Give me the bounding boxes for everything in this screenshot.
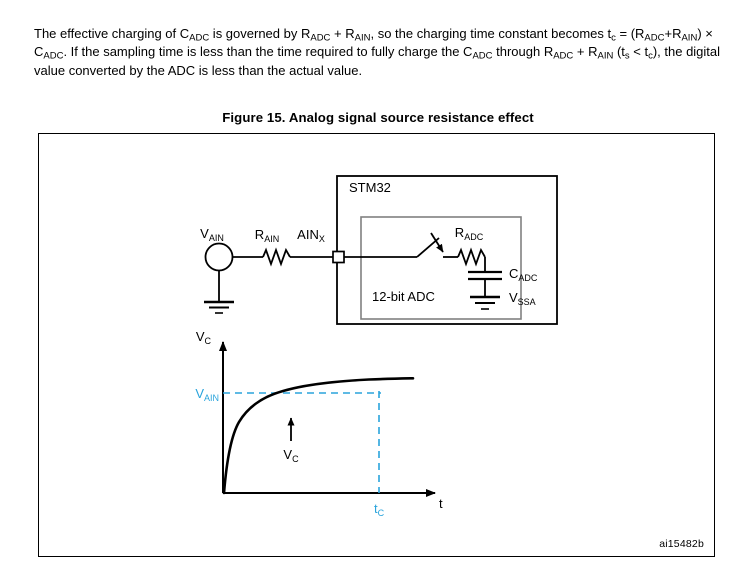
radc-resistor-symbol: [457, 247, 486, 267]
graph-x-axis-label: t: [439, 496, 443, 511]
ain-pin-label: AINX: [297, 227, 325, 244]
rain-resistor-label: RAIN: [255, 227, 279, 244]
figure-frame: STM32 VAIN RAI: [38, 133, 715, 557]
voltage-source-symbol: [204, 242, 234, 272]
vc-curve-label: VC: [283, 447, 299, 464]
stm32-label: STM32: [349, 180, 391, 195]
charging-curve: [222, 377, 415, 495]
ain-pin-node: [332, 250, 345, 264]
stm32-chip-boundary: [336, 175, 558, 325]
adc-block-label: 12-bit ADC: [372, 289, 435, 304]
figure-identifier: ai15482b: [659, 538, 704, 550]
radc-resistor-label: RADC: [455, 225, 484, 242]
rain-resistor-symbol: [262, 247, 291, 267]
source-voltage-label: VAIN: [200, 226, 224, 243]
adc-block-boundary: [360, 216, 522, 320]
vssa-label: VSSA: [509, 290, 536, 307]
capacitor-label: CADC: [509, 266, 538, 283]
vain-level-label: VAIN: [195, 386, 219, 403]
body-paragraph: The effective charging of CADC is govern…: [34, 26, 721, 78]
figure-content: STM32 VAIN RAI: [39, 134, 714, 556]
sampling-switch-arrow: [430, 232, 444, 253]
graph-y-axis-label: VC: [196, 329, 212, 346]
tc-marker-label: tC: [374, 501, 385, 518]
figure-caption: Figure 15. Analog signal source resistan…: [222, 110, 534, 125]
figure-illustration: STM32 VAIN RAI: [195, 175, 558, 518]
